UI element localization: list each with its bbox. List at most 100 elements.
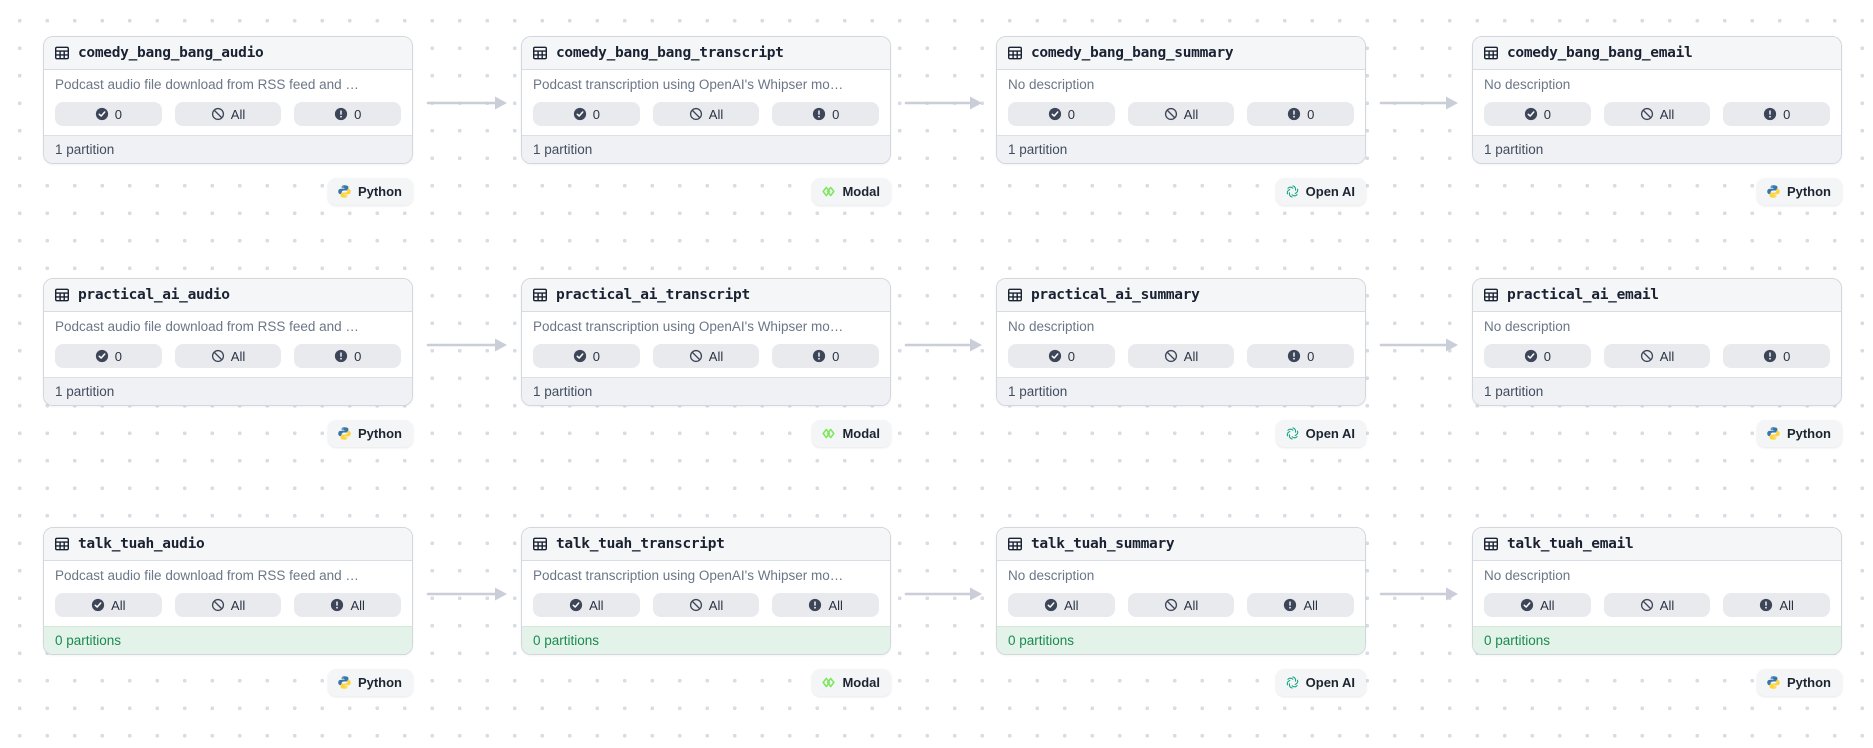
openai-icon [1285,675,1300,690]
checks-passed-pill[interactable]: All [55,593,162,617]
checks-passed-pill[interactable]: All [1008,593,1115,617]
kind-label: Modal [842,426,880,441]
asset-node-group: practical_ai_transcript Podcast transcri… [521,278,891,447]
checks-failed-pill[interactable]: 0 [1723,102,1831,126]
kind-badge[interactable]: Python [327,669,413,696]
asset-node[interactable]: comedy_bang_bang_audio Podcast audio fil… [43,36,413,164]
asset-node[interactable]: talk_tuah_transcript Podcast transcripti… [521,527,891,655]
partitions-label: 1 partition [1008,384,1068,399]
kind-badge[interactable]: Open AI [1275,669,1366,696]
checks-passed-count: 0 [114,348,122,364]
asset-name: comedy_bang_bang_audio [78,45,264,61]
checks-failed-pill[interactable]: 0 [1247,344,1355,368]
checks-row: All All [1484,593,1831,617]
partitions-label: 1 partition [1484,142,1544,157]
partitions-label: 0 partitions [533,633,600,648]
checks-skipped-pill[interactable]: All [1603,593,1711,617]
checks-failed-pill[interactable]: All [1247,593,1355,617]
partitions-footer: 0 partitions [522,626,890,654]
kind-badge[interactable]: Modal [812,420,891,447]
checks-failed-pill[interactable]: 0 [1723,344,1831,368]
asset-node[interactable]: talk_tuah_summary No description All [996,527,1366,655]
checks-passed-pill[interactable]: 0 [1484,102,1591,126]
asset-node[interactable]: comedy_bang_bang_email No description 0 [1472,36,1842,164]
asset-node[interactable]: comedy_bang_bang_transcript Podcast tran… [521,36,891,164]
checks-skipped-pill[interactable]: All [1127,344,1235,368]
checks-row: 0 All [533,344,880,368]
alert-circle-icon [334,107,348,121]
asset-node[interactable]: practical_ai_transcript Podcast transcri… [521,278,891,406]
checks-skipped-pill[interactable]: All [1603,344,1711,368]
asset-node-group: talk_tuah_transcript Podcast transcripti… [521,527,891,696]
kind-badge[interactable]: Python [1756,420,1842,447]
asset-header: talk_tuah_email [1473,528,1841,561]
alert-circle-icon [808,598,822,612]
asset-name: talk_tuah_email [1507,536,1634,552]
kind-badge[interactable]: Python [327,178,413,205]
table-icon [532,287,548,303]
asset-node[interactable]: practical_ai_audio Podcast audio file do… [43,278,413,406]
checks-failed-pill[interactable]: All [294,593,402,617]
checks-skipped-pill[interactable]: All [1127,102,1235,126]
checks-failed-pill[interactable]: 0 [294,344,402,368]
kind-badge[interactable]: Python [1756,178,1842,205]
checks-skipped-pill[interactable]: All [174,102,282,126]
asset-node[interactable]: practical_ai_email No description 0 [1472,278,1842,406]
kind-badge[interactable]: Python [327,420,413,447]
checks-failed-pill[interactable]: All [1723,593,1831,617]
python-icon [337,184,352,199]
checks-skipped-pill[interactable]: All [174,593,282,617]
checks-failed-pill[interactable]: 0 [772,344,880,368]
kind-badge[interactable]: Modal [812,178,891,205]
checks-passed-pill[interactable]: All [533,593,640,617]
kind-badge[interactable]: Open AI [1275,178,1366,205]
checks-failed-pill[interactable]: 0 [1247,102,1355,126]
checks-passed-pill[interactable]: 0 [1008,102,1115,126]
openai-icon [1285,184,1300,199]
checks-passed-pill[interactable]: All [1484,593,1591,617]
checks-skipped-pill[interactable]: All [652,593,760,617]
checks-skipped-pill[interactable]: All [174,344,282,368]
asset-node[interactable]: comedy_bang_bang_summary No description … [996,36,1366,164]
checks-failed-pill[interactable]: 0 [772,102,880,126]
checks-failed-pill[interactable]: 0 [294,102,402,126]
checks-passed-pill[interactable]: 0 [1484,344,1591,368]
checks-skipped-count: All [1659,106,1675,122]
asset-node[interactable]: practical_ai_summary No description 0 [996,278,1366,406]
kind-badge[interactable]: Python [1756,669,1842,696]
checks-skipped-pill[interactable]: All [652,344,760,368]
checks-passed-pill[interactable]: 0 [533,344,640,368]
checks-passed-pill[interactable]: 0 [55,102,162,126]
asset-description: No description [1484,77,1571,92]
kind-badge[interactable]: Modal [812,669,891,696]
checks-skipped-pill[interactable]: All [652,102,760,126]
checks-failed-count: 0 [354,348,362,364]
checks-passed-pill[interactable]: 0 [533,102,640,126]
checks-passed-pill[interactable]: 0 [55,344,162,368]
python-icon [1766,426,1781,441]
checks-row: 0 All [55,344,402,368]
asset-node[interactable]: talk_tuah_audio Podcast audio file downl… [43,527,413,655]
checks-passed-pill[interactable]: 0 [1008,344,1115,368]
checks-skipped-count: All [1659,348,1675,364]
check-circle-icon [95,349,109,363]
asset-header: practical_ai_transcript [522,279,890,312]
kind-badge[interactable]: Open AI [1275,420,1366,447]
asset-description: No description [1484,568,1571,583]
checks-failed-pill[interactable]: All [772,593,880,617]
asset-node[interactable]: talk_tuah_email No description All [1472,527,1842,655]
modal-icon [821,426,836,441]
checks-skipped-pill[interactable]: All [1603,102,1711,126]
checks-skipped-count: All [1183,597,1199,613]
alert-circle-icon [1763,107,1777,121]
checks-skipped-pill[interactable]: All [1127,593,1235,617]
checks-passed-count: 0 [1543,348,1551,364]
asset-header: talk_tuah_transcript [522,528,890,561]
asset-node-group: talk_tuah_email No description All [1472,527,1842,696]
checks-failed-count: 0 [832,348,840,364]
check-circle-icon [1524,349,1538,363]
asset-node-group: talk_tuah_summary No description All [996,527,1366,696]
slash-circle-icon [1164,598,1178,612]
slash-circle-icon [689,107,703,121]
